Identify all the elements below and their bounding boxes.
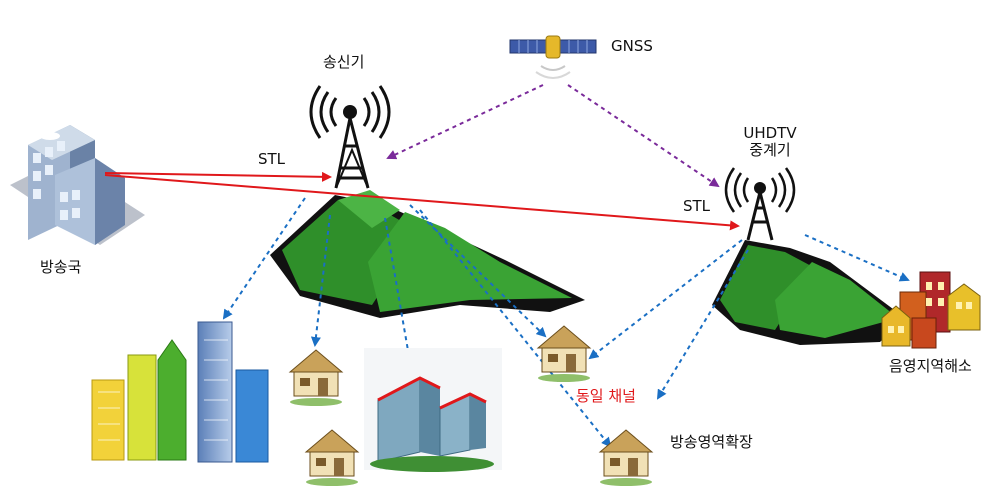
house-icon (288, 349, 344, 406)
gnss-label: GNSS (611, 37, 653, 55)
coverage-extension-label: 방송영역확장 (670, 433, 753, 451)
broadcast-station-label: 방송국 (40, 258, 82, 276)
transmitter-tower-icon (309, 85, 391, 189)
town-icon (881, 271, 981, 349)
broadcast-links (222, 197, 910, 448)
mountain-icon (270, 190, 585, 318)
repeater-label: UHDTV 중계기 (730, 124, 810, 160)
same-channel-label: 동일 채널 (576, 387, 636, 405)
house-icon (598, 429, 654, 486)
stl-link-1 (104, 171, 332, 182)
repeater-tower-icon (724, 167, 796, 241)
apartment-icon (364, 348, 502, 472)
satellite-icon (509, 35, 597, 79)
stl-label-1: STL (258, 150, 286, 168)
house-icon (536, 325, 592, 382)
repeater-label-line1: UHDTV (743, 124, 797, 142)
house-icon (304, 429, 360, 486)
broadcast-station-icon (10, 125, 145, 245)
stl-link-2 (104, 174, 740, 231)
stl-label-2: STL (683, 197, 711, 215)
gnss-sync-link-repeater (567, 84, 720, 188)
repeater-mountain-icon (712, 240, 905, 345)
city-buildings-icon (91, 321, 269, 463)
transmitter-label: 송신기 (323, 53, 365, 71)
shadow-area-label: 음영지역해소 (889, 357, 972, 375)
repeater-label-line2: 중계기 (749, 141, 791, 160)
gnss-sync-link-transmitter (386, 84, 544, 160)
